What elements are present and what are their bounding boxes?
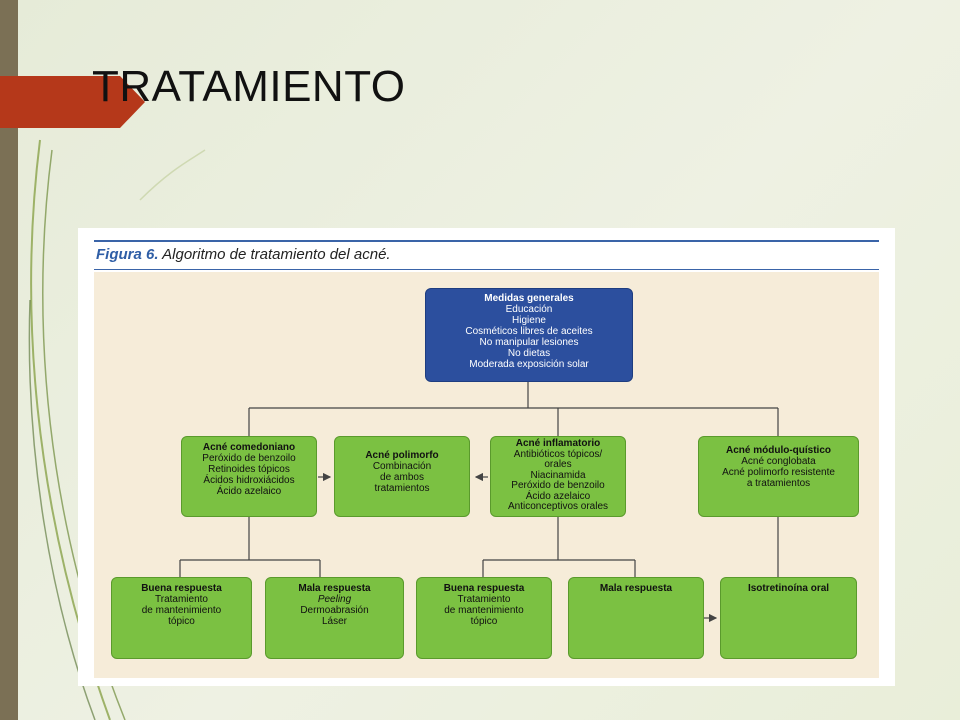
node-isotretinoina-oral: Isotretinoína oral: [720, 577, 857, 659]
figure-label: Figura 6.: [96, 246, 159, 263]
node-line: Educación: [505, 304, 553, 315]
node-line: de mantenimiento: [141, 605, 222, 616]
node-title: Isotretinoína oral: [747, 583, 830, 594]
node-line: Tratamiento: [155, 594, 208, 605]
node-title: Buena respuesta: [141, 583, 222, 594]
title-accent-tab: [0, 76, 145, 128]
node-title: Buena respuesta: [443, 583, 525, 594]
node-line: Niacinamida: [530, 469, 586, 481]
node-line: a tratamientos: [746, 478, 811, 489]
slide-title: TRATAMIENTO: [92, 62, 406, 111]
node-line: tópico: [470, 616, 498, 627]
node-line: Láser: [321, 616, 347, 627]
node-title: Acné polimorfo: [365, 450, 439, 461]
node-line: Peeling: [317, 594, 352, 605]
node-line: Retinoides tópicos: [208, 464, 290, 475]
node-line: tópico: [168, 616, 195, 627]
node-mala-respuesta-2: Mala respuesta: [568, 577, 704, 659]
node-line: Higiene: [512, 315, 546, 326]
figure-top-rule: [94, 240, 879, 242]
node-line: Combinación: [372, 461, 432, 472]
node-line: orales: [544, 459, 572, 470]
node-medidas-generales: Medidas generales Educación Higiene Cosm…: [425, 288, 633, 382]
node-line: Tratamiento: [457, 594, 511, 605]
node-line: de mantenimiento: [444, 605, 524, 616]
node-line: Acné polimorfo resistente: [722, 467, 835, 478]
node-line: Peróxido de benzoilo: [511, 480, 605, 491]
node-mala-respuesta-1: Mala respuesta Peeling Dermoabrasión Lás…: [265, 577, 404, 659]
node-line: Ácido azelaico: [216, 486, 282, 497]
node-title: Acné inflamatorio: [515, 438, 601, 449]
node-buena-respuesta-1: Buena respuesta Tratamiento de mantenimi…: [111, 577, 252, 659]
node-line: Peróxido de benzoilo: [202, 453, 296, 464]
node-line: Antibióticos tópicos/: [513, 448, 603, 460]
node-title: Acné comedoniano: [202, 442, 296, 453]
node-title: Acné módulo-quístico: [726, 445, 831, 456]
node-line: Moderada exposición solar: [469, 359, 589, 370]
figure-bottom-rule: [94, 269, 879, 270]
figure-caption-text: Algoritmo de tratamiento del acné.: [162, 246, 391, 263]
figure-caption: Figura 6. Algoritmo de tratamiento del a…: [96, 246, 391, 263]
node-line: No manipular lesiones: [479, 337, 579, 348]
left-decorative-strip: [0, 0, 18, 720]
node-line: Ácidos hidroxiácidos: [203, 475, 295, 486]
node-acne-noduloquistico: Acné módulo-quístico Acné conglobata Acn…: [698, 436, 859, 517]
node-title: Mala respuesta: [298, 583, 371, 594]
node-line: Acné conglobata: [741, 456, 816, 467]
node-title: Medidas generales: [484, 293, 574, 304]
node-line: Dermoabrasión: [300, 605, 369, 616]
node-acne-comedoniano: Acné comedoniano Peróxido de benzoilo Re…: [181, 436, 317, 517]
node-acne-inflamatorio: Acné inflamatorio Antibióticos tópicos/ …: [490, 436, 626, 517]
node-line: Cosméticos libres de aceites: [465, 326, 593, 337]
node-title: Mala respuesta: [599, 583, 673, 594]
node-line: de ambos: [380, 472, 424, 483]
node-line: Anticonceptivos orales: [507, 501, 609, 512]
node-line: Ácido azelaico: [525, 490, 591, 502]
node-buena-respuesta-2: Buena respuesta Tratamiento de mantenimi…: [416, 577, 552, 659]
node-line: No dietas: [507, 348, 551, 359]
node-line: tratamientos: [374, 483, 430, 494]
node-acne-polimorfo: Acné polimorfo Combinación de ambos trat…: [334, 436, 470, 517]
